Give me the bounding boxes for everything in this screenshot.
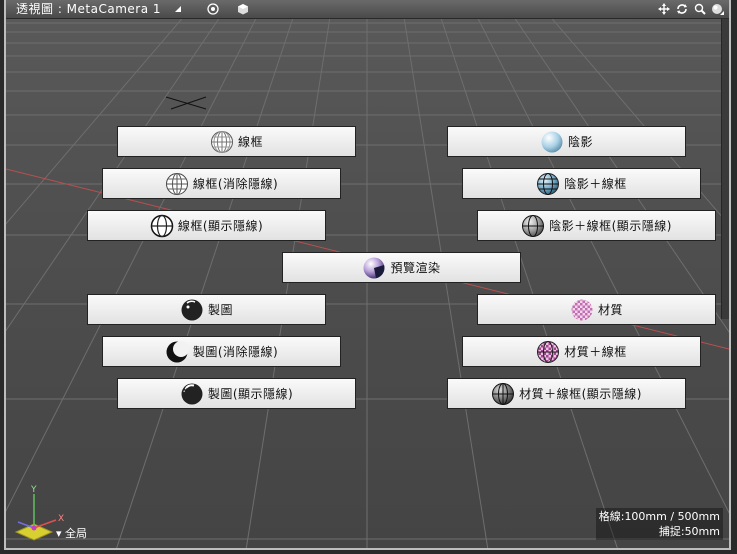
axis-gizmo: Y X	[14, 485, 64, 541]
display-mode-icon[interactable]	[711, 1, 725, 17]
drawing-hidden-icon	[165, 340, 189, 364]
texture-label: 材質	[597, 303, 623, 317]
texture-wireframe-label: 材質＋線框	[564, 345, 627, 359]
snap-label: 捕捉:	[658, 525, 685, 538]
wireframe-button[interactable]: 線框	[117, 126, 356, 157]
ground-grid	[6, 19, 729, 548]
axis-x-label: X	[58, 514, 64, 524]
shaded-wireframe-hidden-icon	[521, 214, 545, 238]
texture-wireframe-hidden-icon	[491, 382, 515, 406]
drawing-button[interactable]: 製圖	[87, 294, 326, 325]
viewport-title-bar[interactable]: 透視圖 : MetaCamera 1	[6, 0, 729, 19]
drawing-hidden-label: 製圖(消除隱線)	[192, 345, 279, 359]
texture-wireframe-hidden-button[interactable]: 材質＋線框(顯示隱線)	[447, 378, 686, 409]
grid-value: 100mm / 500mm	[624, 510, 720, 523]
grid-status: 格線:100mm / 500mm 捕捉:50mm	[595, 508, 723, 540]
target-icon[interactable]	[207, 3, 219, 15]
shaded-wireframe-hidden-button[interactable]: 陰影＋線框(顯示隱線)	[477, 210, 716, 241]
dropdown-corner-icon[interactable]	[175, 6, 182, 12]
wireframe-hidden-button[interactable]: 線框(消除隱線)	[102, 168, 341, 199]
viewport-title[interactable]: 透視圖 : MetaCamera 1	[16, 2, 162, 16]
view-scope-menu[interactable]: ▾ 全局	[56, 527, 88, 540]
texture-wireframe-icon	[536, 340, 560, 364]
texture-wireframe-hidden-label: 材質＋線框(顯示隱線)	[519, 387, 642, 401]
shaded-wireframe-hidden-label: 陰影＋線框(顯示隱線)	[549, 219, 672, 233]
shaded-label: 陰影	[567, 135, 593, 149]
wireframe-show-hidden-icon	[150, 214, 174, 238]
pan-icon[interactable]	[657, 1, 671, 17]
drawing-show-hidden-label: 製圖(顯示隱線)	[207, 387, 294, 401]
wireframe-hidden-label: 線框(消除隱線)	[192, 177, 279, 191]
cube-icon[interactable]	[237, 3, 249, 15]
wireframe-sphere-icon	[210, 130, 234, 154]
drawing-icon	[180, 298, 204, 322]
preview-render-label: 預覽渲染	[390, 261, 441, 275]
wireframe-show-hidden-button[interactable]: 線框(顯示隱線)	[87, 210, 326, 241]
rotate-icon[interactable]	[675, 1, 689, 17]
wireframe-hidden-sphere-icon	[165, 172, 189, 196]
snap-value: 50mm	[684, 525, 720, 538]
wireframe-label: 線框	[237, 135, 263, 149]
texture-button[interactable]: 材質	[477, 294, 716, 325]
drawing-label: 製圖	[207, 303, 233, 317]
shaded-wireframe-icon	[536, 172, 560, 196]
preview-render-icon	[362, 256, 386, 280]
zoom-icon[interactable]	[693, 1, 707, 17]
preview-render-button[interactable]: 預覽渲染	[282, 252, 521, 283]
texture-sphere-icon	[570, 298, 594, 322]
shaded-button[interactable]: 陰影	[447, 126, 686, 157]
viewport-scrollbar[interactable]	[721, 19, 729, 319]
grid-label: 格線:	[598, 510, 625, 523]
wireframe-show-hidden-label: 線框(顯示隱線)	[177, 219, 264, 233]
perspective-viewport[interactable]: 透視圖 : MetaCamera 1	[4, 0, 731, 550]
drawing-show-hidden-button[interactable]: 製圖(顯示隱線)	[117, 378, 356, 409]
axis-y-label: Y	[30, 485, 37, 495]
texture-wireframe-button[interactable]: 材質＋線框	[462, 336, 701, 367]
shaded-wireframe-label: 陰影＋線框	[564, 177, 627, 191]
shaded-wireframe-button[interactable]: 陰影＋線框	[462, 168, 701, 199]
drawing-show-hidden-icon	[180, 382, 204, 406]
drawing-hidden-button[interactable]: 製圖(消除隱線)	[102, 336, 341, 367]
shaded-sphere-icon	[540, 130, 564, 154]
